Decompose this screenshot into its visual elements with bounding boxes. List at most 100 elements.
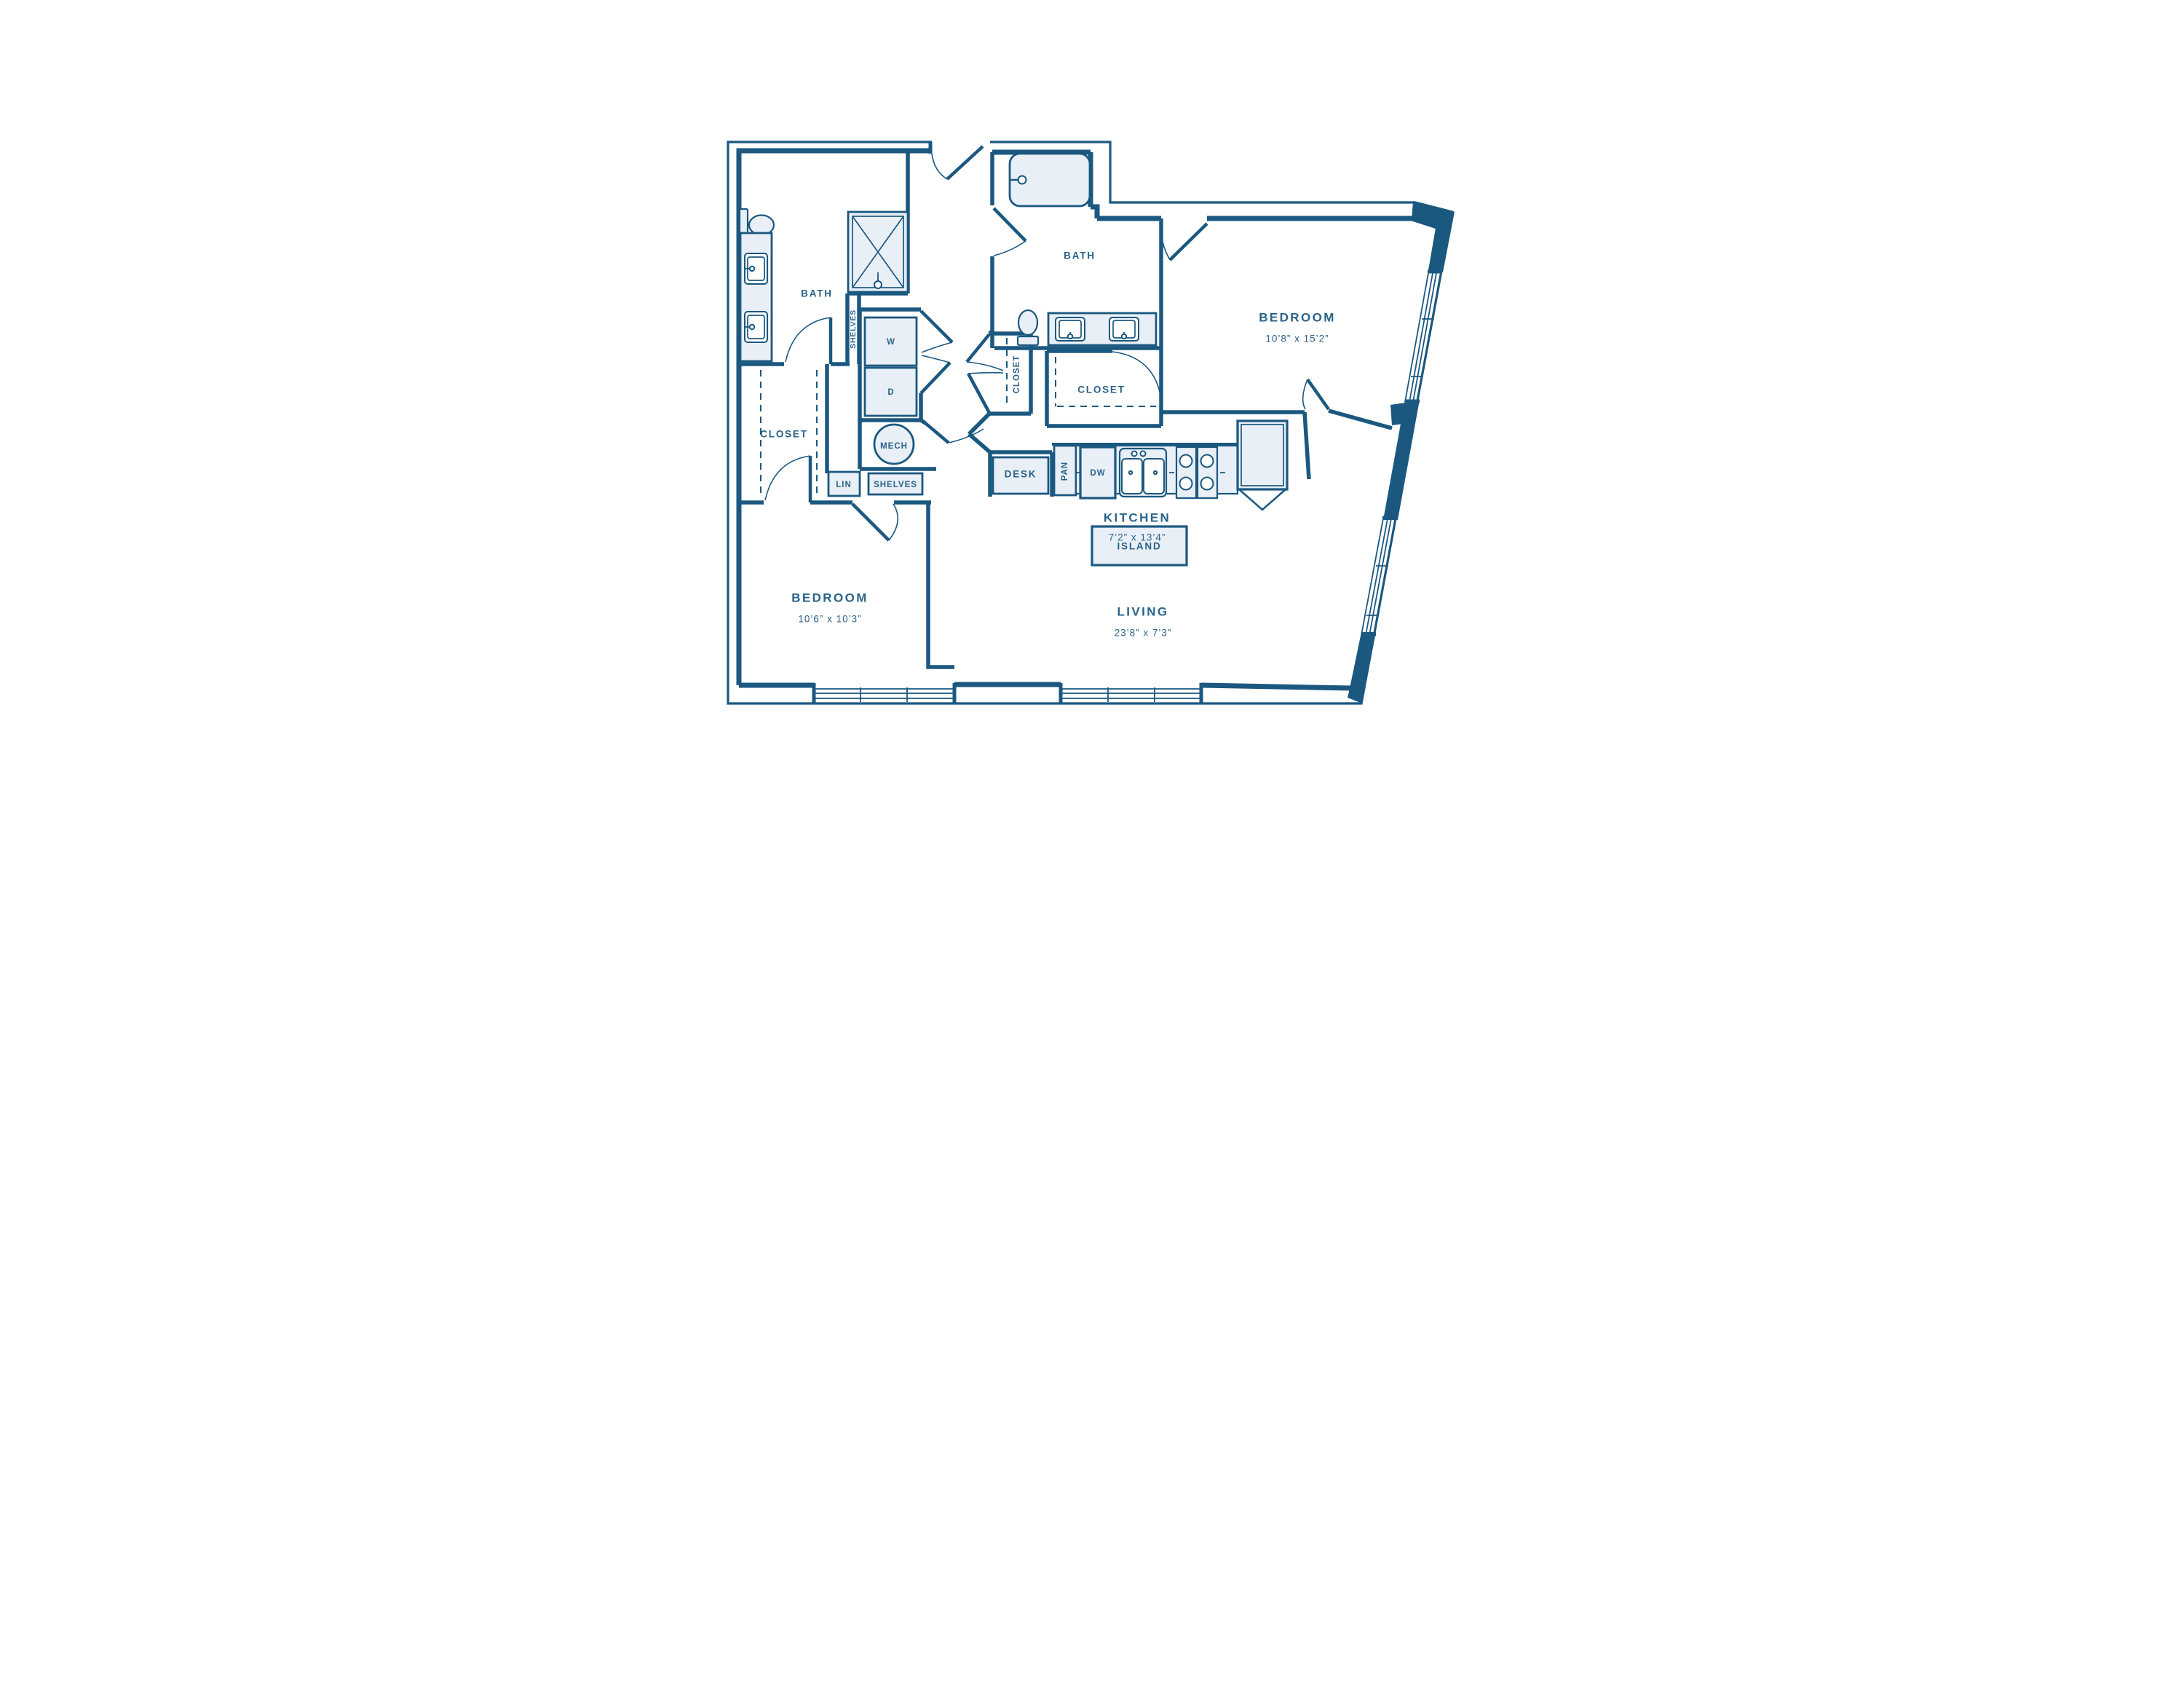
- floor-plan-page: BATH BATH BEDROOM 10’8” x 15’2” BEDROOM …: [546, 0, 1638, 844]
- label-kitchen-dims: 7’2” x 13’4”: [1109, 532, 1166, 543]
- shower-cross: [852, 216, 904, 288]
- closet-left-door-arc: [764, 455, 811, 501]
- burner: [1200, 476, 1214, 491]
- burner: [1179, 454, 1193, 468]
- washer-dryer-door-upper-leaf: [919, 309, 954, 344]
- label-bedroom-second-dims: 10’6” x 10’3”: [798, 614, 861, 625]
- burner: [1179, 476, 1193, 491]
- closet-main-walls: [1045, 349, 1161, 428]
- kitchen-sink: [1118, 447, 1168, 498]
- washer-dryer-door-upper-arc: [921, 342, 953, 353]
- label-shelves-niche: SHELVES: [849, 309, 858, 349]
- sink-faucet: [1131, 450, 1138, 457]
- label-desk: DESK: [1005, 469, 1037, 480]
- corner-block-bottom-right: [1348, 632, 1376, 703]
- dryer: [863, 366, 918, 417]
- burner: [1200, 454, 1214, 468]
- closet-main-rods: [1055, 357, 1156, 407]
- label-bedroom-second: BEDROOM: [791, 591, 869, 604]
- label-closet-main: CLOSET: [1077, 384, 1125, 395]
- sink-faucet: [748, 265, 756, 272]
- closet-main-door-arc: [1112, 351, 1162, 400]
- dishwasher: [1079, 446, 1117, 500]
- label-dishwasher: DW: [1090, 469, 1105, 478]
- mech-door-leaf: [924, 422, 950, 444]
- shower-drain: [874, 280, 882, 289]
- toilet-bowl: [748, 214, 775, 236]
- window-slant-lower-mullions: [1366, 565, 1388, 616]
- closet-hall-door-upper-arc: [966, 361, 1004, 371]
- sink-faucet: [1139, 450, 1147, 457]
- closet-hall-walls: [968, 329, 1033, 435]
- corner-block-top-right: [1412, 201, 1455, 272]
- windows: [814, 269, 1442, 702]
- label-closet-left: CLOSET: [760, 429, 808, 440]
- sink-faucet: [1120, 333, 1128, 340]
- bedroom-second-door-leaf: [851, 502, 890, 542]
- window-slant-upper-glazing: [1404, 272, 1441, 403]
- entry-door-arc: [931, 153, 948, 180]
- sink-faucet: [748, 323, 756, 331]
- washer: [863, 316, 918, 367]
- label-kitchen: KITCHEN: [1104, 510, 1171, 524]
- slant-wall-mid-block: [1383, 400, 1420, 520]
- label-washer: W: [887, 338, 895, 347]
- fridge-alcove-wall: [1302, 411, 1311, 480]
- bedroom-second-east-wall: [926, 501, 954, 669]
- window-bottom-bedroom: [814, 687, 954, 702]
- bathtub: [1008, 152, 1091, 208]
- bedroom-main-door-leaf: [1168, 222, 1208, 261]
- fridge-inner: [1241, 424, 1284, 486]
- bedroom-main-south-wall: [1161, 409, 1393, 430]
- washer-dryer-door-lower-leaf: [919, 361, 951, 395]
- label-bath-main: BATH: [1064, 251, 1096, 261]
- exterior-inner-bottom: [739, 682, 1353, 691]
- window-bottom-living: [1061, 687, 1201, 702]
- bedroom-main-balcony-door-arc: [1302, 379, 1308, 410]
- closet-hall-door-upper-leaf: [965, 333, 991, 363]
- closet-hall-door-lower-leaf: [967, 372, 991, 414]
- doors: [764, 145, 1330, 542]
- washer-dryer-door-lower-arc: [921, 355, 951, 363]
- kitchen-island: [1091, 525, 1188, 567]
- label-closet-hall: CLOSET: [1013, 355, 1021, 394]
- shower: [847, 210, 909, 293]
- slant-wall-pilaster: [1390, 403, 1405, 425]
- bedroom-main-balcony-door-leaf: [1306, 378, 1330, 411]
- sink-bowl: [1121, 458, 1143, 494]
- bath-main-door-leaf: [992, 207, 1027, 242]
- labels: BATH BATH BEDROOM 10’8” x 15’2” BEDROOM …: [760, 251, 1334, 639]
- sink: [1109, 317, 1139, 342]
- label-mech: MECH: [880, 442, 908, 451]
- washer-dryer-closet-walls: [858, 307, 923, 422]
- linen-cabinet: [827, 470, 861, 497]
- bedroom-second-door-arc: [888, 503, 898, 541]
- label-shelves-hall: SHELVES: [874, 481, 917, 489]
- window-slant-upper-mullions: [1411, 318, 1434, 377]
- bathtub-faucet: [1017, 175, 1027, 185]
- fixtures: [738, 152, 1289, 567]
- entry-door-leaf: [946, 145, 984, 181]
- sink: [1055, 317, 1085, 342]
- bath-left-door-arc: [785, 317, 831, 363]
- exterior-inner-left: [736, 148, 929, 685]
- label-bedroom-main-dims: 10’8” x 15’2”: [1265, 334, 1329, 344]
- window-slant-lower-sills: [1361, 516, 1397, 636]
- label-living: LIVING: [1117, 604, 1168, 618]
- window-slant-upper-sills: [1405, 269, 1442, 403]
- interior-walls: [739, 151, 1393, 669]
- bathtub-body: [1008, 152, 1091, 208]
- toilet-main-bath: [1016, 309, 1040, 347]
- sink-drain: [1128, 470, 1133, 476]
- fridge: [1236, 419, 1289, 511]
- sink-drain: [1152, 470, 1158, 476]
- label-living-dims: 23’8” x 7’3”: [1115, 628, 1172, 639]
- floor-plan: BATH BATH BEDROOM 10’8” x 15’2” BEDROOM …: [546, 0, 1638, 844]
- mech-room-walls: [858, 418, 936, 471]
- closet-hall-door-lower-arc: [968, 371, 1004, 374]
- fridge-doors: [1238, 489, 1286, 511]
- toilet-tank: [1016, 335, 1040, 347]
- mech-door-arc: [948, 428, 984, 443]
- label-island: ISLAND: [1117, 541, 1161, 552]
- label-pantry: PAN: [1061, 462, 1069, 481]
